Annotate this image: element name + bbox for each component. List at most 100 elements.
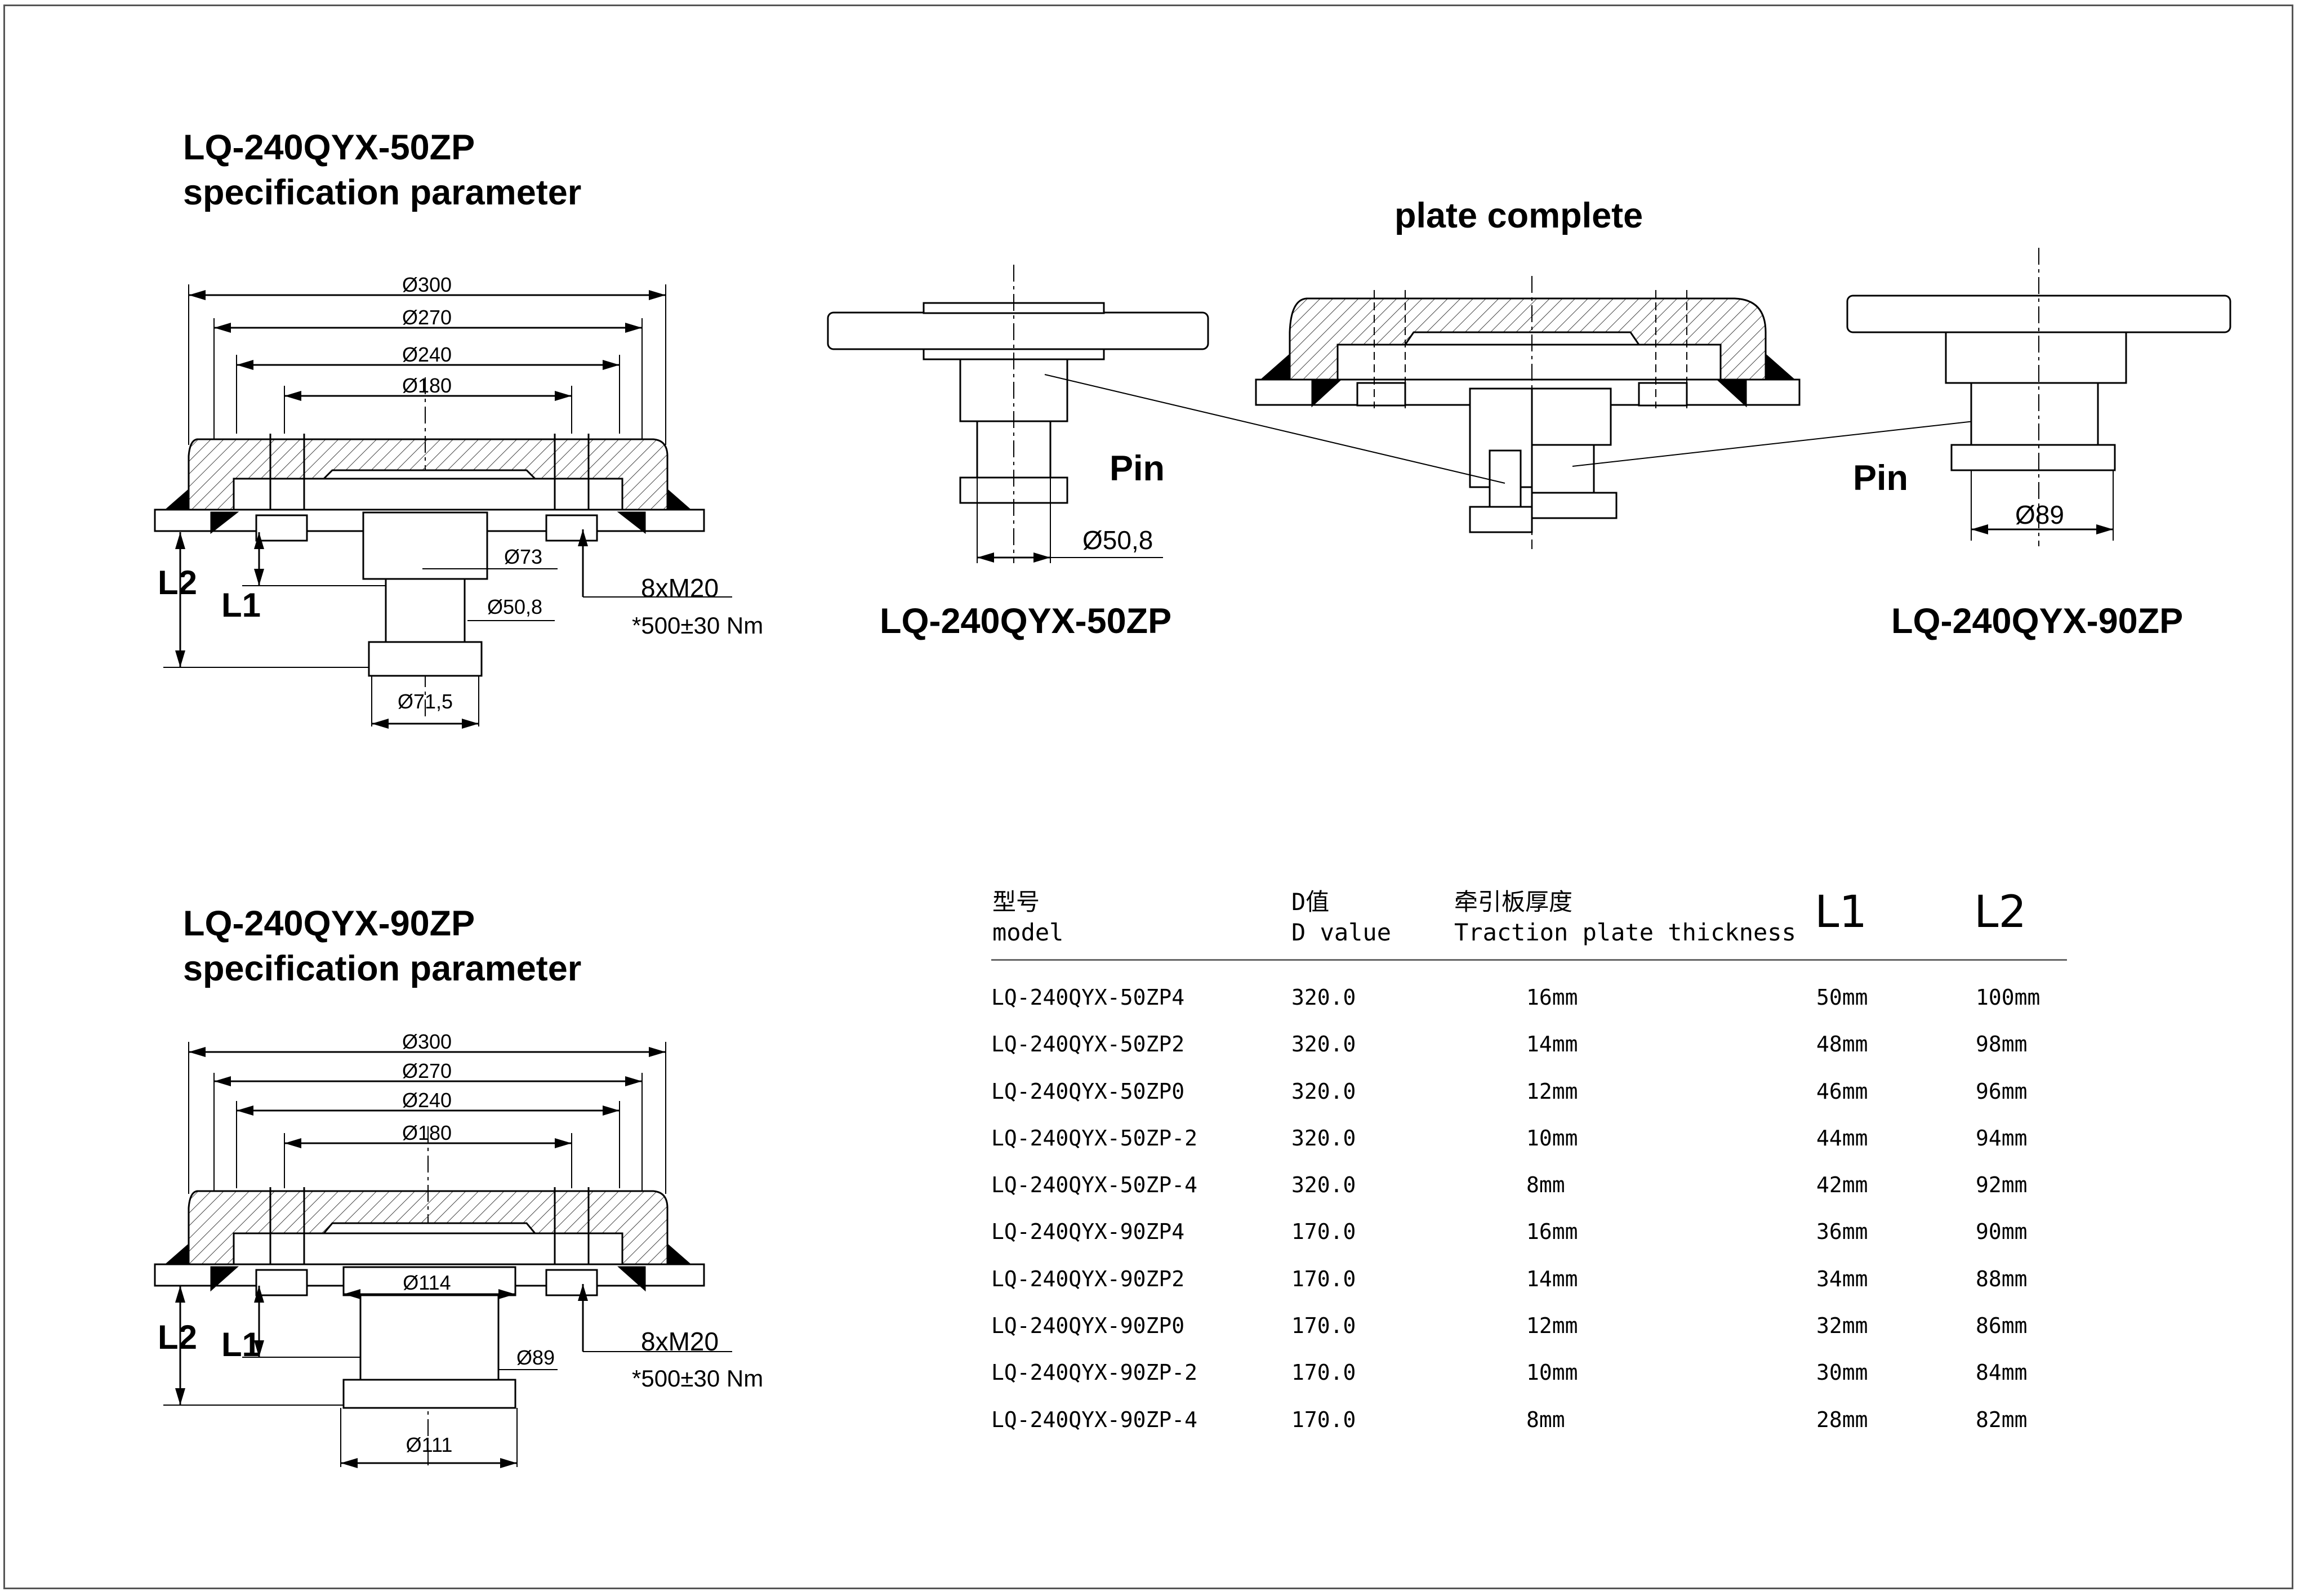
label-50zp-l1: L1 [221, 586, 261, 624]
pin-right-dim: Ø89 [2015, 500, 2064, 529]
cell-model: LQ-240QYX-90ZP-2 [991, 1360, 1198, 1385]
cell-thickness: 8mm [1526, 1173, 1565, 1198]
cell-model: LQ-240QYX-50ZP4 [991, 985, 1185, 1010]
cell-l1: 42mm [1816, 1173, 1868, 1198]
cell-thickness: 10mm [1526, 1360, 1578, 1385]
cell-l2: 96mm [1976, 1078, 2028, 1104]
pin-left-model: LQ-240QYX-50ZP [880, 601, 1172, 641]
subtitle-90zp: specification parameter [183, 949, 582, 988]
cell-l1: 46mm [1816, 1078, 1868, 1104]
dim-50zp-d50-8: Ø50,8 [487, 595, 542, 618]
table-row: LQ-240QYX-50ZP0 320.0 12mm 46mm 96mm [991, 1076, 2067, 1123]
cell-d: 320.0 [1291, 985, 1356, 1010]
header-l1: L1 [1815, 887, 1868, 938]
label-50zp-l2: L2 [158, 564, 197, 601]
cell-d: 170.0 [1291, 1219, 1356, 1245]
table-row: LQ-240QYX-90ZP4 170.0 16mm 36mm 90mm [991, 1216, 2067, 1263]
cell-l1: 50mm [1816, 985, 1868, 1010]
pin-right-label: Pin [1853, 458, 1908, 498]
section-title-50zp: LQ-240QYX-50ZP specification parameter [183, 125, 581, 215]
cell-l2: 100mm [1976, 985, 2040, 1010]
dim-90zp-d111: Ø111 [406, 1433, 453, 1456]
section-title-90zp: LQ-240QYX-90ZP specification parameter [183, 901, 581, 991]
cell-model: LQ-240QYX-50ZP-4 [991, 1173, 1198, 1198]
dim-90zp-d89: Ø89 [516, 1346, 555, 1369]
spec-table-header: 型号 model D值 D value 牵引板厚度 Traction plate… [991, 887, 2067, 961]
header-thickness: 牵引板厚度 Traction plate thickness [1454, 887, 1796, 948]
cell-d: 170.0 [1291, 1313, 1356, 1339]
cell-l2: 84mm [1976, 1360, 2028, 1385]
table-row: LQ-240QYX-50ZP-4 320.0 8mm 42mm 92mm [991, 1170, 2067, 1216]
cell-thickness: 16mm [1526, 985, 1578, 1010]
header-model: 型号 model [992, 887, 1063, 948]
dim-90zp-d180: Ø180 [402, 1121, 452, 1144]
table-row: LQ-240QYX-90ZP-4 170.0 8mm 28mm 82mm [991, 1405, 2067, 1451]
table-row: LQ-240QYX-50ZP-2 320.0 10mm 44mm 94mm [991, 1123, 2067, 1170]
header-thick-cn: 牵引板厚度 [1454, 888, 1573, 916]
cell-l1: 28mm [1816, 1407, 1868, 1432]
cell-l2: 86mm [1976, 1313, 2028, 1339]
dim-90zp-d240: Ø240 [402, 1089, 452, 1112]
cell-l1: 44mm [1816, 1125, 1868, 1151]
dim-90zp-d114: Ø114 [403, 1271, 451, 1294]
spec-table-body: LQ-240QYX-50ZP4 320.0 16mm 50mm 100mm LQ… [991, 982, 2067, 1451]
drawing-frame [3, 5, 2293, 1589]
cell-l2: 94mm [1976, 1125, 2028, 1151]
cell-thickness: 14mm [1526, 1266, 1578, 1291]
plate-complete-title: plate complete [1394, 196, 1643, 235]
cell-model: LQ-240QYX-90ZP4 [991, 1219, 1185, 1245]
cell-l1: 30mm [1816, 1360, 1868, 1385]
title-50zp: LQ-240QYX-50ZP [183, 128, 475, 167]
label-90zp-l2: L2 [158, 1318, 197, 1356]
cell-l2: 82mm [1976, 1407, 2028, 1432]
cell-model: LQ-240QYX-90ZP0 [991, 1313, 1185, 1339]
dim-50zp-d73: Ø73 [504, 545, 542, 568]
table-row: LQ-240QYX-90ZP2 170.0 14mm 34mm 88mm [991, 1264, 2067, 1310]
label-50zp-torque: *500±30 Nm [632, 612, 763, 639]
cell-l1: 34mm [1816, 1266, 1868, 1291]
cell-l1: 48mm [1816, 1032, 1868, 1057]
title-90zp: LQ-240QYX-90ZP [183, 904, 475, 943]
cell-thickness: 8mm [1526, 1407, 1565, 1432]
label-90zp-l1: L1 [221, 1326, 261, 1363]
cell-thickness: 10mm [1526, 1125, 1578, 1151]
label-50zp-bolt: 8xM20 [641, 573, 719, 603]
label-90zp-torque: *500±30 Nm [632, 1365, 763, 1392]
dim-50zp-d300: Ø300 [402, 273, 452, 296]
cell-thickness: 12mm [1526, 1313, 1578, 1339]
subtitle-50zp: specification parameter [183, 173, 582, 212]
dim-90zp-d270: Ø270 [402, 1059, 452, 1082]
header-model-en: model [992, 919, 1064, 946]
dim-50zp-d240: Ø240 [402, 343, 452, 366]
cell-d: 170.0 [1291, 1266, 1356, 1291]
header-thick-en: Traction plate thickness [1454, 919, 1796, 946]
cell-model: LQ-240QYX-50ZP0 [991, 1078, 1185, 1104]
cell-l1: 36mm [1816, 1219, 1868, 1245]
cell-l2: 88mm [1976, 1266, 2028, 1291]
header-d-value: D值 D value [1291, 887, 1391, 948]
header-l2: L2 [1974, 887, 2027, 938]
cell-thickness: 14mm [1526, 1032, 1578, 1057]
cell-l2: 90mm [1976, 1219, 2028, 1245]
dim-50zp-d180: Ø180 [402, 374, 452, 397]
spec-table: 型号 model D值 D value 牵引板厚度 Traction plate… [991, 887, 2067, 1451]
header-d-en: D value [1291, 919, 1392, 946]
cell-l1: 32mm [1816, 1313, 1868, 1339]
pin-left-dim: Ø50,8 [1082, 525, 1153, 555]
dim-50zp-d71-5: Ø71,5 [398, 690, 453, 713]
cell-d: 320.0 [1291, 1125, 1356, 1151]
cell-thickness: 16mm [1526, 1219, 1578, 1245]
cell-l2: 92mm [1976, 1173, 2028, 1198]
table-row: LQ-240QYX-90ZP0 170.0 12mm 32mm 86mm [991, 1310, 2067, 1357]
cell-model: LQ-240QYX-90ZP-4 [991, 1407, 1198, 1432]
cell-d: 170.0 [1291, 1407, 1356, 1432]
table-row: LQ-240QYX-50ZP2 320.0 14mm 48mm 98mm [991, 1029, 2067, 1076]
cell-model: LQ-240QYX-50ZP-2 [991, 1125, 1198, 1151]
cell-model: LQ-240QYX-90ZP2 [991, 1266, 1185, 1291]
cell-d: 170.0 [1291, 1360, 1356, 1385]
